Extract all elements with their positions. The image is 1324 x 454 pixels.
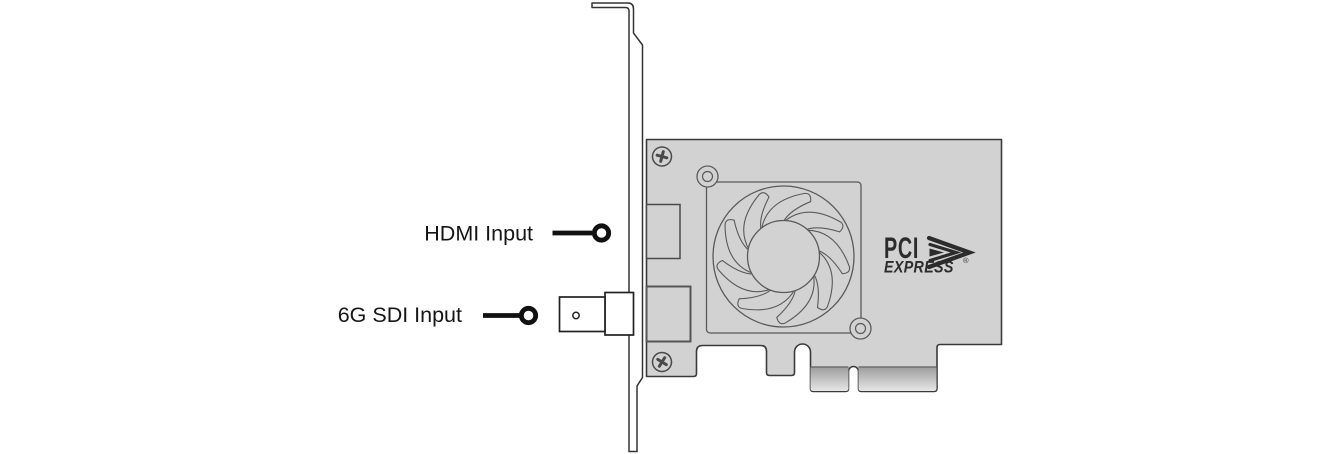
fan-mount-hole-topleft — [701, 170, 714, 183]
bnc-connector — [558, 291, 635, 336]
hdmi-port — [645, 203, 681, 260]
pcie-finger-section-front — [810, 367, 849, 391]
phillips-screw-top — [651, 146, 673, 167]
fan-hub — [746, 219, 821, 294]
pci-express-logo: PCI EXPRESS ® — [884, 232, 976, 277]
pci-express-arrow-icon — [926, 235, 976, 270]
callout-sdi-label: 6G SDI Input — [338, 303, 462, 327]
pci-express-logo-line2: EXPRESS — [884, 258, 954, 276]
callout-sdi-marker — [518, 305, 539, 326]
registered-trademark: ® — [963, 256, 969, 265]
mounting-bracket — [591, 2, 644, 453]
sdi-port — [645, 285, 692, 343]
callout-hdmi-marker — [591, 223, 612, 243]
bnc-center-pin — [572, 311, 580, 320]
callout-hdmi-input: HDMI Input — [424, 222, 612, 246]
bnc-flange — [604, 291, 635, 336]
pcie-edge-connector — [810, 366, 937, 391]
callout-sdi-input: 6G SDI Input — [338, 303, 539, 327]
fan-mount-hole-bottomright — [854, 322, 867, 335]
callout-hdmi-label: HDMI Input — [424, 222, 533, 246]
bnc-barrel — [558, 296, 606, 333]
phillips-screw-bottom — [651, 351, 673, 373]
cooling-fan — [696, 165, 872, 340]
pcie-finger-section-rear — [858, 367, 937, 391]
pci-express-logo-line1: PCI — [884, 232, 919, 265]
